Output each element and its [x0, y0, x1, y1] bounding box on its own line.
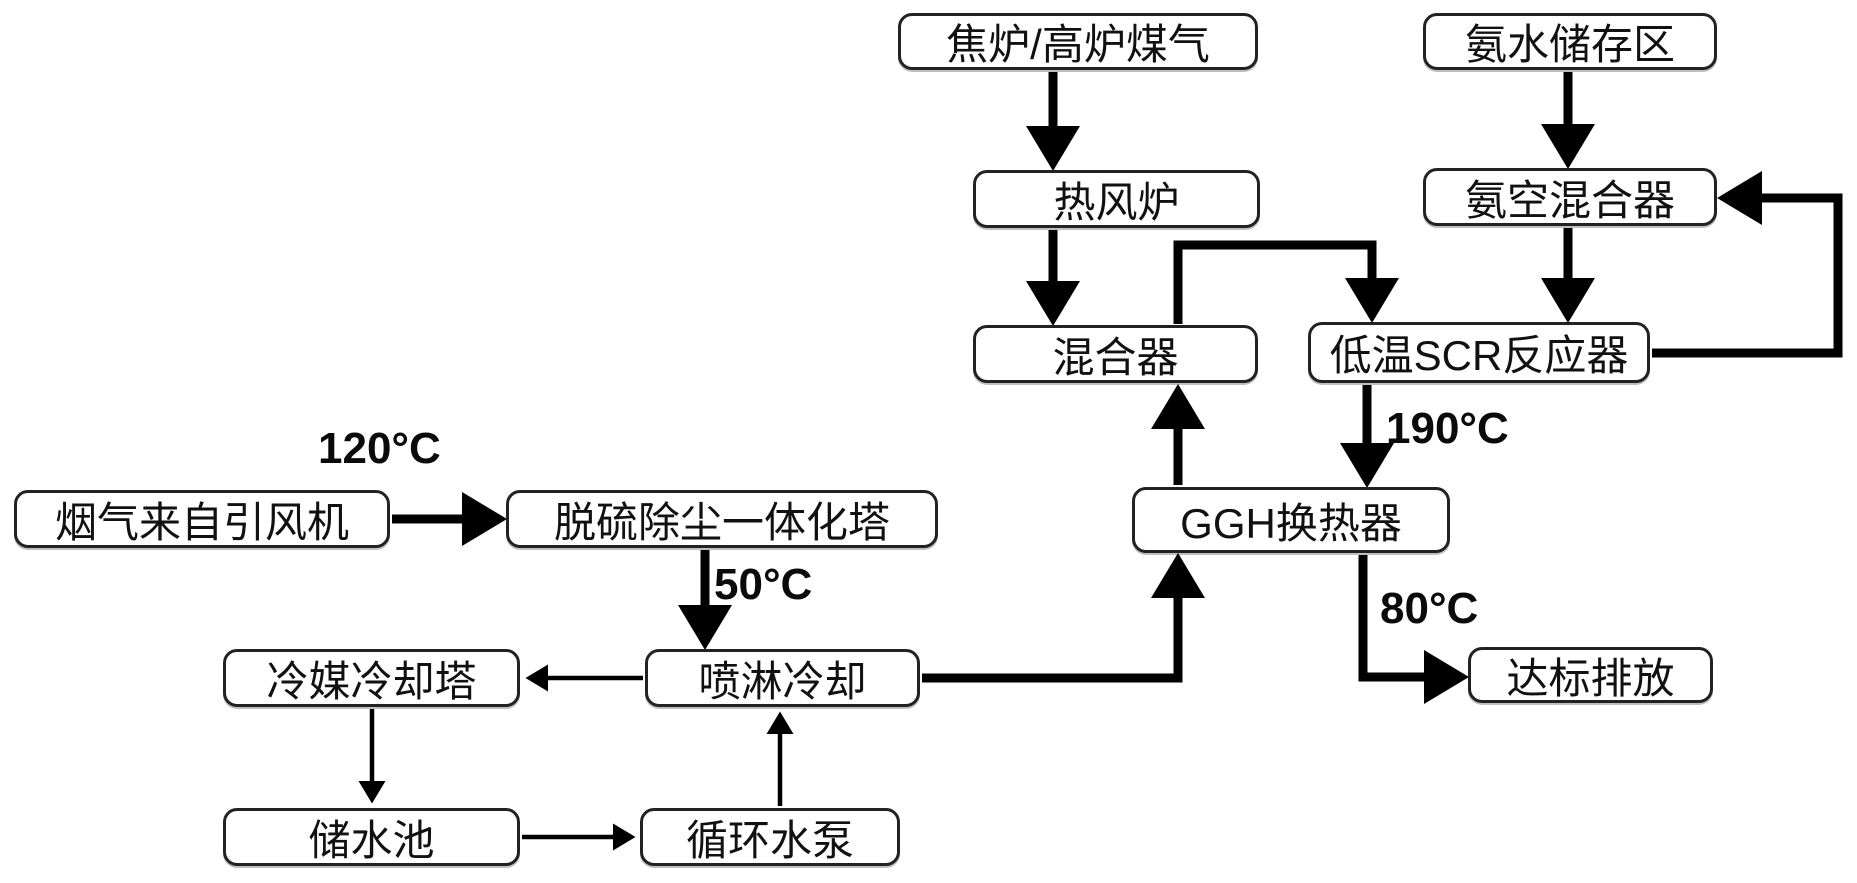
node-mixer: 混合器 [973, 325, 1258, 383]
temp-label-190c: 190°C [1386, 404, 1509, 453]
node-ammonia-air-mixer: 氨空混合器 [1423, 168, 1717, 226]
node-water-tank: 储水池 [223, 808, 520, 866]
temp-label-80c: 80°C [1380, 584, 1479, 633]
temp-label-50c: 50°C [714, 560, 813, 609]
node-desulf-tower-label: 脱硫除尘一体化塔 [553, 498, 890, 546]
node-ammonia-storage: 氨水储存区 [1423, 13, 1717, 70]
node-spray-cooling-label: 喷淋冷却 [698, 657, 867, 705]
edge-spray-cooling-to-ggh [922, 553, 1205, 683]
node-discharge-label: 达标排放 [1506, 654, 1675, 702]
node-scr-reactor-label: 低温SCR反应器 [1329, 332, 1629, 379]
node-spray-cooling: 喷淋冷却 [645, 649, 920, 707]
node-mixer-label: 混合器 [1052, 333, 1179, 381]
node-coolant-tower: 冷媒冷却塔 [223, 649, 520, 707]
node-hot-blast-stove: 热风炉 [973, 170, 1260, 228]
node-circ-pump: 循环水泵 [640, 808, 900, 866]
node-water-tank-label: 储水池 [308, 816, 435, 864]
node-desulf-tower: 脱硫除尘一体化塔 [506, 490, 938, 548]
node-circ-pump-label: 循环水泵 [685, 816, 854, 864]
node-coolant-tower-label: 冷媒冷却塔 [266, 657, 477, 705]
node-ggh: GGH换热器 [1132, 487, 1450, 553]
edge-mixer-to-scr-reactor [1173, 240, 1399, 324]
node-gas-source: 焦炉/高炉煤气 [898, 13, 1258, 70]
node-gas-source-label: 焦炉/高炉煤气 [946, 21, 1210, 68]
node-ggh-label: GGH换热器 [1180, 499, 1402, 547]
node-flue-gas-source: 烟气来自引风机 [14, 490, 390, 548]
temp-label-120c: 120°C [318, 424, 441, 473]
node-scr-reactor: 低温SCR反应器 [1308, 322, 1650, 383]
node-discharge: 达标排放 [1468, 647, 1713, 703]
node-hot-blast-stove-label: 热风炉 [1053, 178, 1180, 226]
edge-scr-reactor-to-ammonia-air-mixer-feedback [1652, 171, 1843, 358]
node-flue-gas-source-label: 烟气来自引风机 [54, 498, 349, 546]
node-ammonia-storage-label: 氨水储存区 [1464, 21, 1675, 68]
node-ammonia-air-mixer-label: 氨空混合器 [1464, 176, 1675, 224]
edge-ggh-to-discharge [1358, 555, 1469, 704]
